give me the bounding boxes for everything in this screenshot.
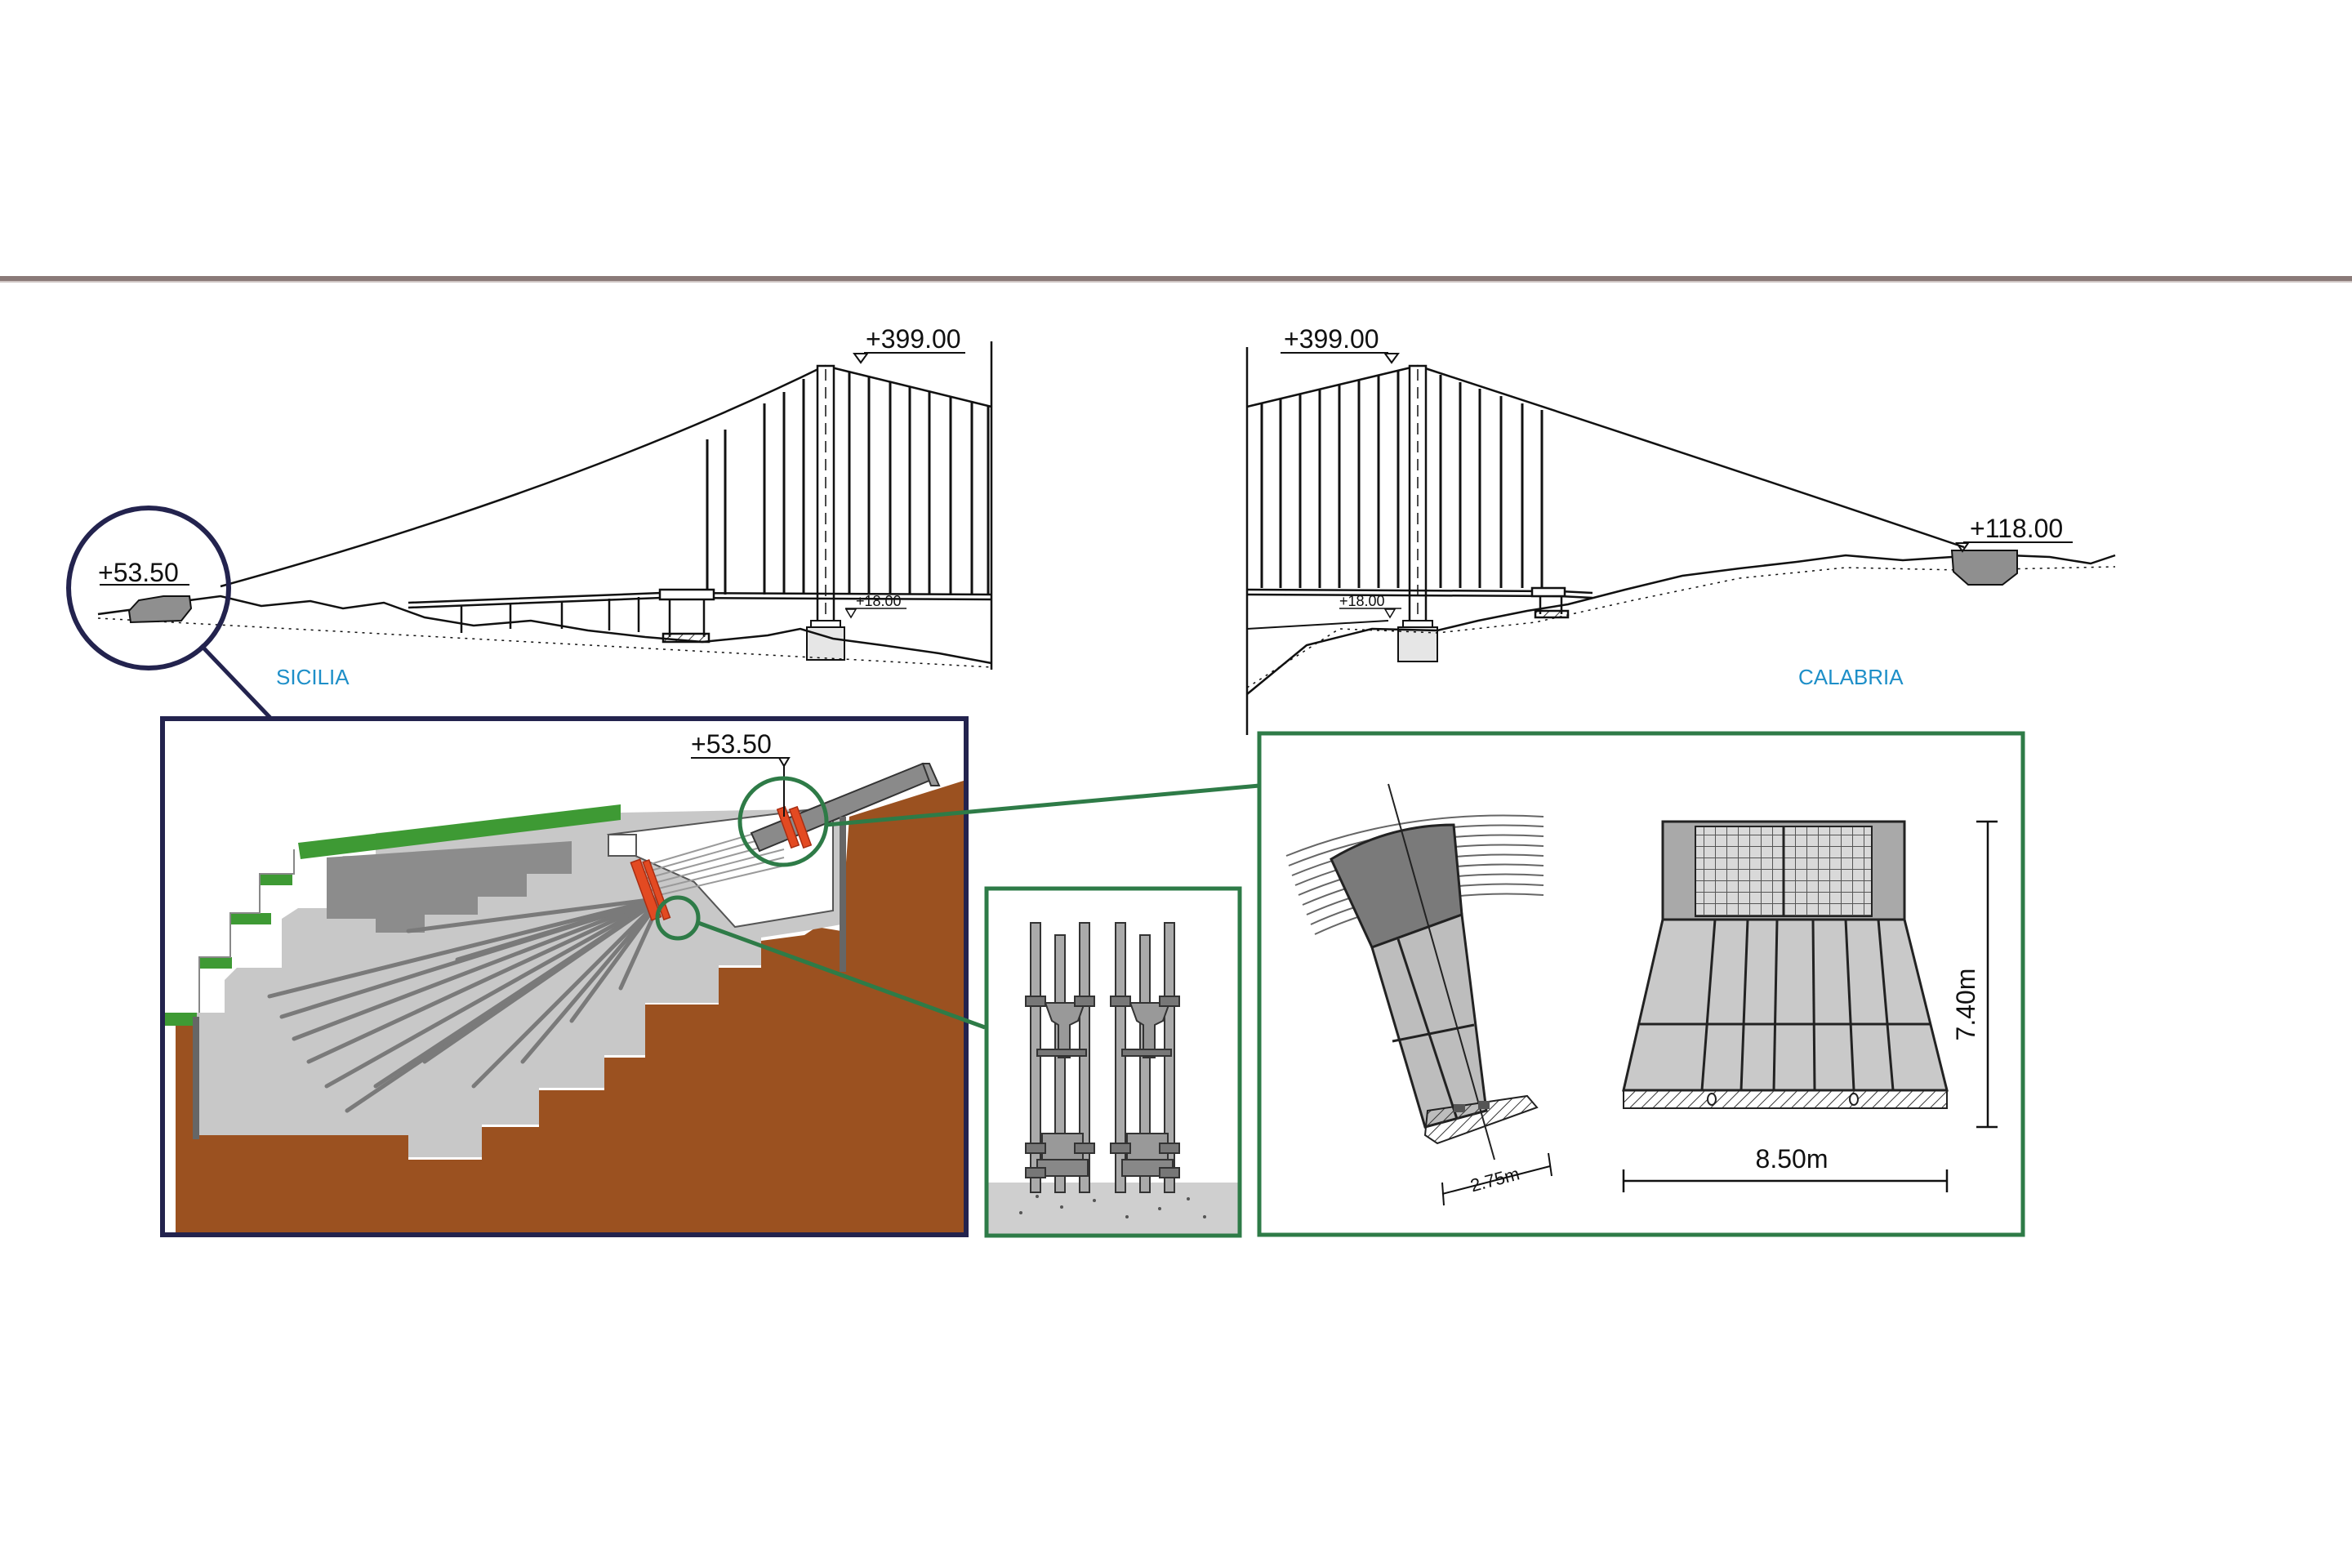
saddle-base-plate (1423, 1094, 1539, 1145)
calabria-elevation-view: +18.00 +399.00 +118.00 CALABRIA (1245, 324, 2116, 735)
sicilia-elevation-view: +18.00 +399.00 +53.50 SICILIA (66, 324, 993, 720)
saddle-callout-circle (737, 776, 829, 867)
saddle-leader-line (826, 783, 1260, 827)
soil-layer (163, 780, 966, 1235)
grass-strips (163, 804, 621, 1026)
saddle-anchor-detail-frame (1257, 731, 2025, 1237)
sicilia-tower-top-elevation: +399.00 (866, 324, 961, 354)
plate-leader-line (697, 920, 986, 1030)
ground-base (987, 1183, 1240, 1236)
saddle-body (1330, 823, 1463, 949)
calabria-region-label: CALABRIA (1798, 665, 1904, 689)
sicilia-deck-elevation: +18.00 (856, 593, 902, 609)
detail-anchor-elevation: +53.50 (691, 729, 772, 759)
saddle-anchor-dimension-detail: 2.75m 7.40m (1257, 731, 2025, 1237)
anchor-plate-detail (984, 886, 1242, 1238)
anchor-block-section-detail: +53.50 (160, 716, 969, 1237)
anchor-plate-detail-frame (984, 886, 1242, 1238)
calabria-main-cable (1417, 364, 1965, 549)
calabria-deck-elevation: +18.00 (1339, 593, 1385, 609)
anchor-width-dimension: 8.50m (1756, 1144, 1829, 1174)
calabria-anchor-block (1950, 550, 2018, 586)
calabria-tower (1397, 364, 1438, 662)
callout-leader-line (199, 644, 273, 720)
calabria-tower-top-elevation: +399.00 (1284, 324, 1379, 354)
calabria-deck (1246, 586, 1593, 619)
calabria-anchor-elevation: +118.00 (1970, 514, 2063, 543)
calabria-hangers (1260, 370, 1544, 588)
sicilia-tower (806, 364, 845, 661)
calabria-main-cable-span (1246, 364, 1419, 408)
anchor-block-elevation (1622, 820, 1949, 1109)
top-separator (0, 276, 2352, 283)
anchor-detail-frame (160, 716, 969, 1237)
sicilia-anchor-callout-circle (66, 506, 231, 670)
sicilia-main-cable-span (824, 364, 992, 408)
sicilia-anchor-block (127, 595, 193, 624)
sicilia-main-cable (220, 364, 826, 588)
red-anchorage-plates (630, 805, 813, 921)
anchor-fan-cables (267, 896, 664, 1113)
sicilia-region-label: SICILIA (276, 665, 350, 689)
concrete-stepped-core (327, 841, 572, 933)
sicilia-hangers (706, 372, 990, 595)
anchor-height-dimension: 7.40m (1951, 969, 1980, 1041)
sicilia-anchor-elevation: +53.50 (98, 558, 179, 587)
sicilia-approach-viaduct (408, 588, 992, 644)
anchor-plate-callout-circle (655, 895, 701, 941)
